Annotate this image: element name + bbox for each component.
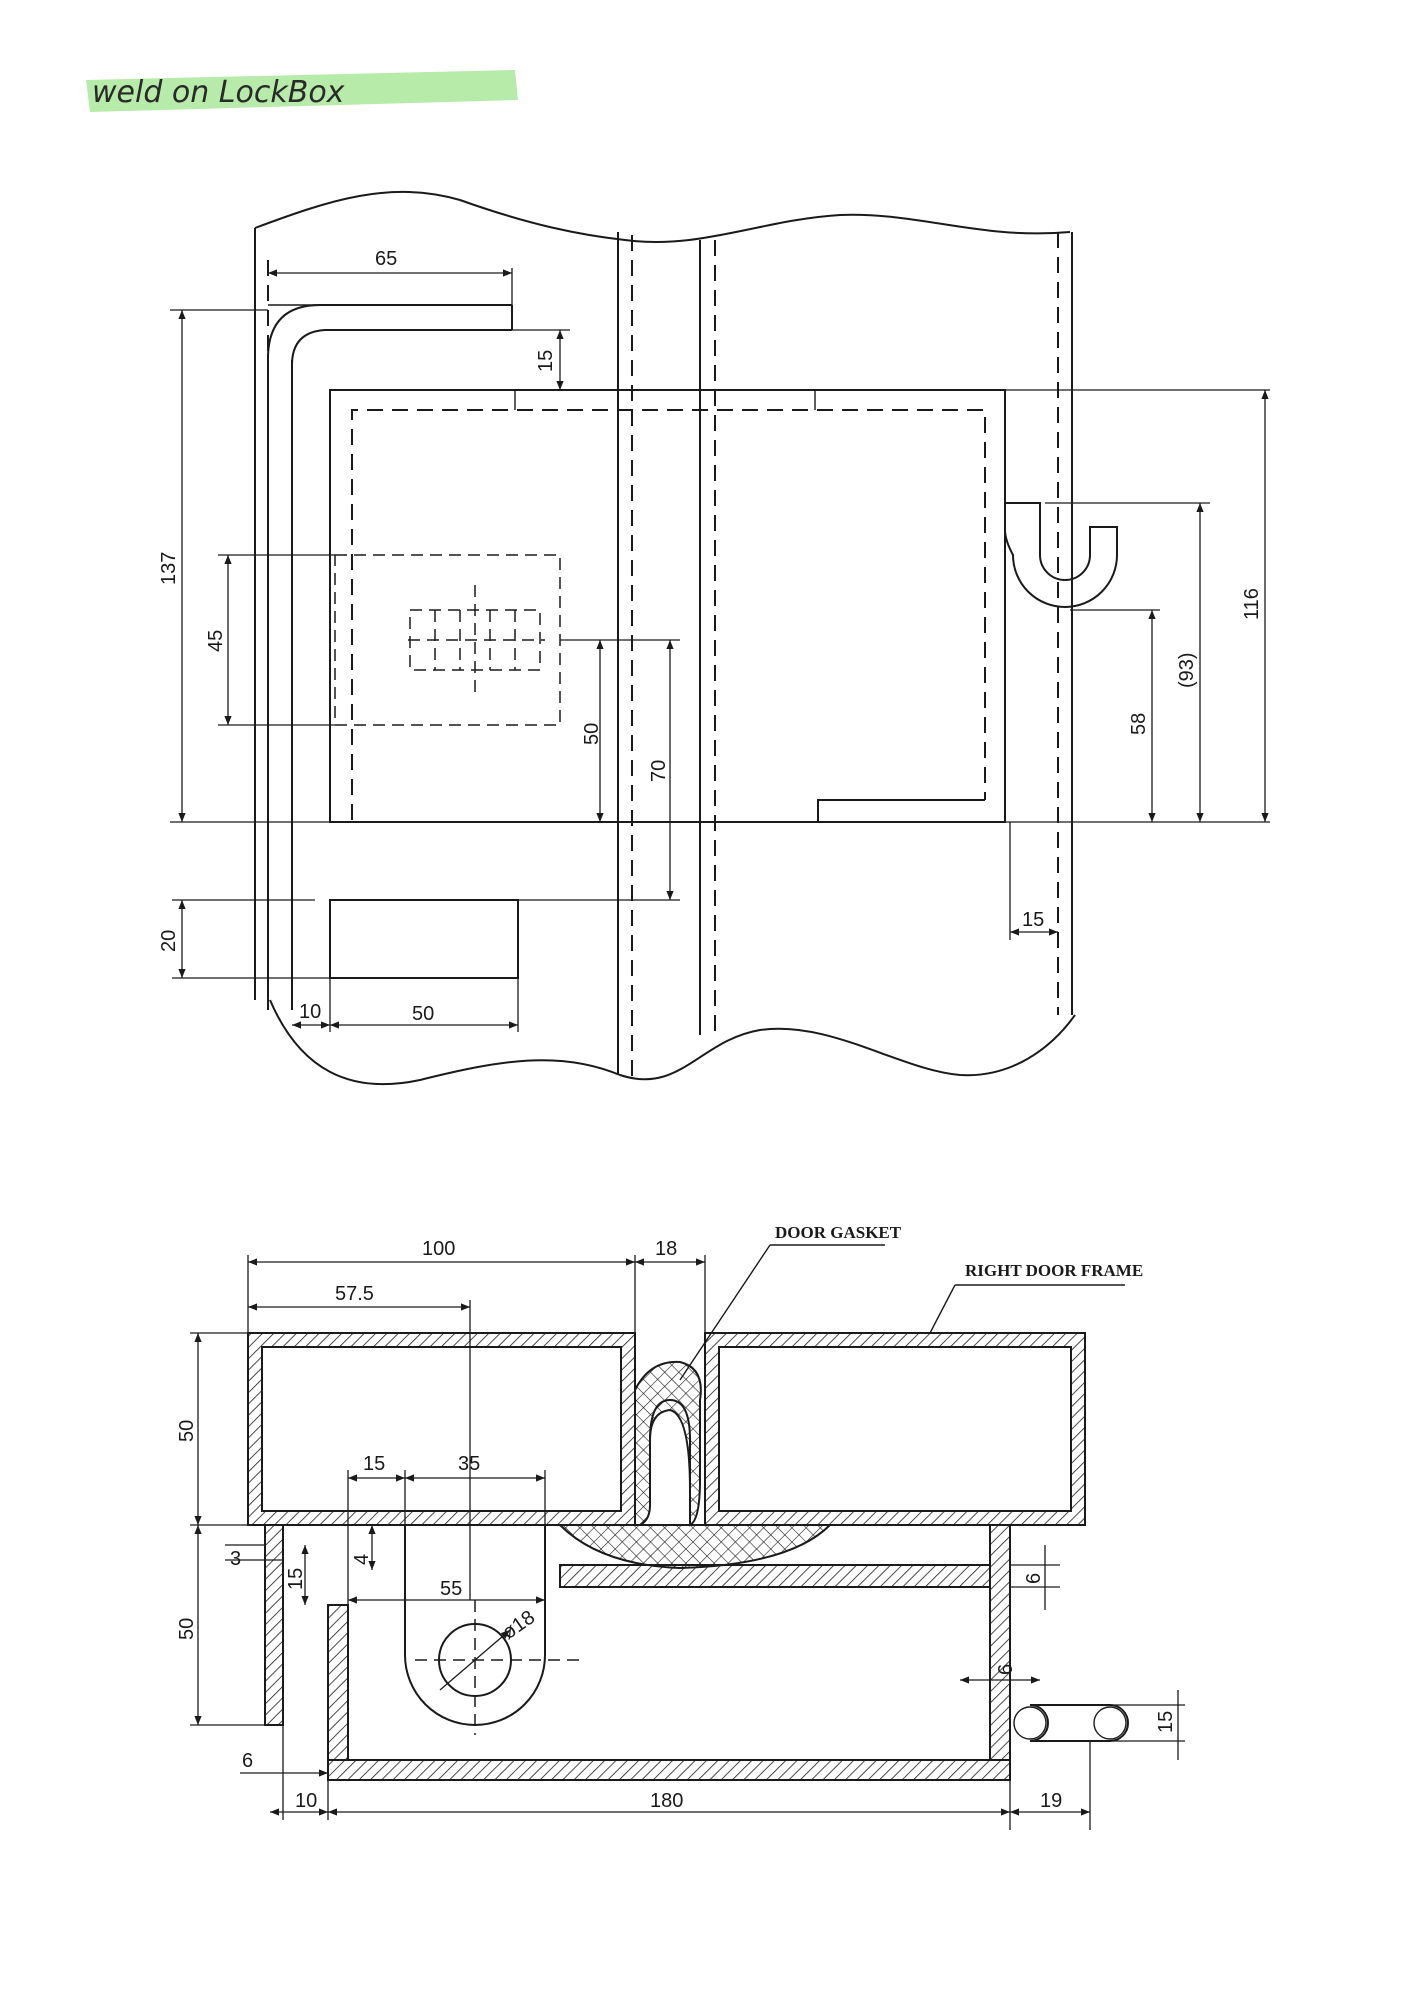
dim-137: 137 xyxy=(158,552,180,585)
lockbox-bottom-wall xyxy=(327,1759,1011,1781)
weld-plate xyxy=(329,899,519,979)
dim-15-right: 15 xyxy=(1022,909,1044,931)
dim-19: 19 xyxy=(1040,1790,1062,1812)
handwritten-note: weld on LockBox xyxy=(86,70,518,112)
lockbox-left-wall xyxy=(327,1604,349,1761)
bottom-break-line xyxy=(269,999,1076,1086)
dim-58: 58 xyxy=(1128,713,1150,735)
rod-end xyxy=(1093,1706,1127,1740)
dim-line-hole xyxy=(439,1629,511,1691)
dim-55: 55 xyxy=(440,1578,462,1600)
dim-18: 18 xyxy=(655,1238,677,1260)
lockbox-inner-hidden xyxy=(351,409,986,820)
lockbox-top-plate xyxy=(559,1564,991,1588)
label-right-door-frame: RIGHT DOOR FRAME xyxy=(965,1261,1143,1280)
dim-45: 45 xyxy=(205,630,227,652)
dim-15-right-section: 15 xyxy=(1155,1711,1177,1733)
top-view: 65 15 137 45 50 70 116 (93) xyxy=(158,190,1270,1086)
left-door-tube xyxy=(247,1332,636,1526)
gasket-slot xyxy=(649,1398,691,1505)
lockbox-right-wall xyxy=(989,1524,1011,1761)
frame-leader xyxy=(929,1284,956,1334)
dim-15: 15 xyxy=(363,1453,385,1475)
highlighter-strip xyxy=(86,70,518,112)
dim-50-upper: 50 xyxy=(176,1420,198,1442)
gasket-bulb xyxy=(557,1524,833,1570)
dim-50-v: 50 xyxy=(581,723,603,745)
lockbox-outline xyxy=(329,389,1006,823)
dim-57-5: 57.5 xyxy=(335,1283,374,1305)
bottom-tab xyxy=(817,799,985,822)
dim-6-inner: 6 xyxy=(995,1664,1017,1675)
dim-50-lower: 50 xyxy=(176,1618,198,1640)
padlock-rod xyxy=(1029,1704,1129,1742)
section-view: DOOR GASKET RIGHT DOOR FRAME 100 18 57.5… xyxy=(176,1223,1185,1830)
dim-4: 4 xyxy=(351,1554,373,1565)
dim-50-h: 50 xyxy=(412,1003,434,1025)
rod-end xyxy=(1013,1706,1047,1740)
lockbox-left-flange xyxy=(264,1524,284,1726)
dim-70: 70 xyxy=(648,760,670,782)
right-door-frame-tube xyxy=(704,1332,1086,1526)
dim-100: 100 xyxy=(422,1238,455,1260)
dim-35: 35 xyxy=(458,1453,480,1475)
dim-15-top: 15 xyxy=(535,350,557,372)
dim-116: 116 xyxy=(1241,588,1263,620)
bracket-inner xyxy=(291,329,512,366)
dim-10-section: 10 xyxy=(295,1790,317,1812)
label-door-gasket: DOOR GASKET xyxy=(775,1223,902,1242)
note-text: weld on LockBox xyxy=(92,75,345,110)
dim-6-right: 6 xyxy=(1023,1573,1045,1584)
gasket-leader xyxy=(679,1244,771,1381)
dim-3: 3 xyxy=(230,1548,241,1570)
dim-10: 10 xyxy=(299,1001,321,1023)
dim-65: 65 xyxy=(375,248,397,270)
dim-180: 180 xyxy=(650,1790,683,1812)
dim-6-bottom: 6 xyxy=(242,1750,253,1772)
dim-93: (93) xyxy=(1176,652,1198,688)
bracket-curve xyxy=(267,304,321,356)
latch-hook xyxy=(1004,502,1118,608)
dim-15-v: 15 xyxy=(285,1568,307,1590)
dim-20: 20 xyxy=(158,930,180,952)
top-break-line xyxy=(254,190,1071,244)
bracket-outer xyxy=(267,304,512,1010)
